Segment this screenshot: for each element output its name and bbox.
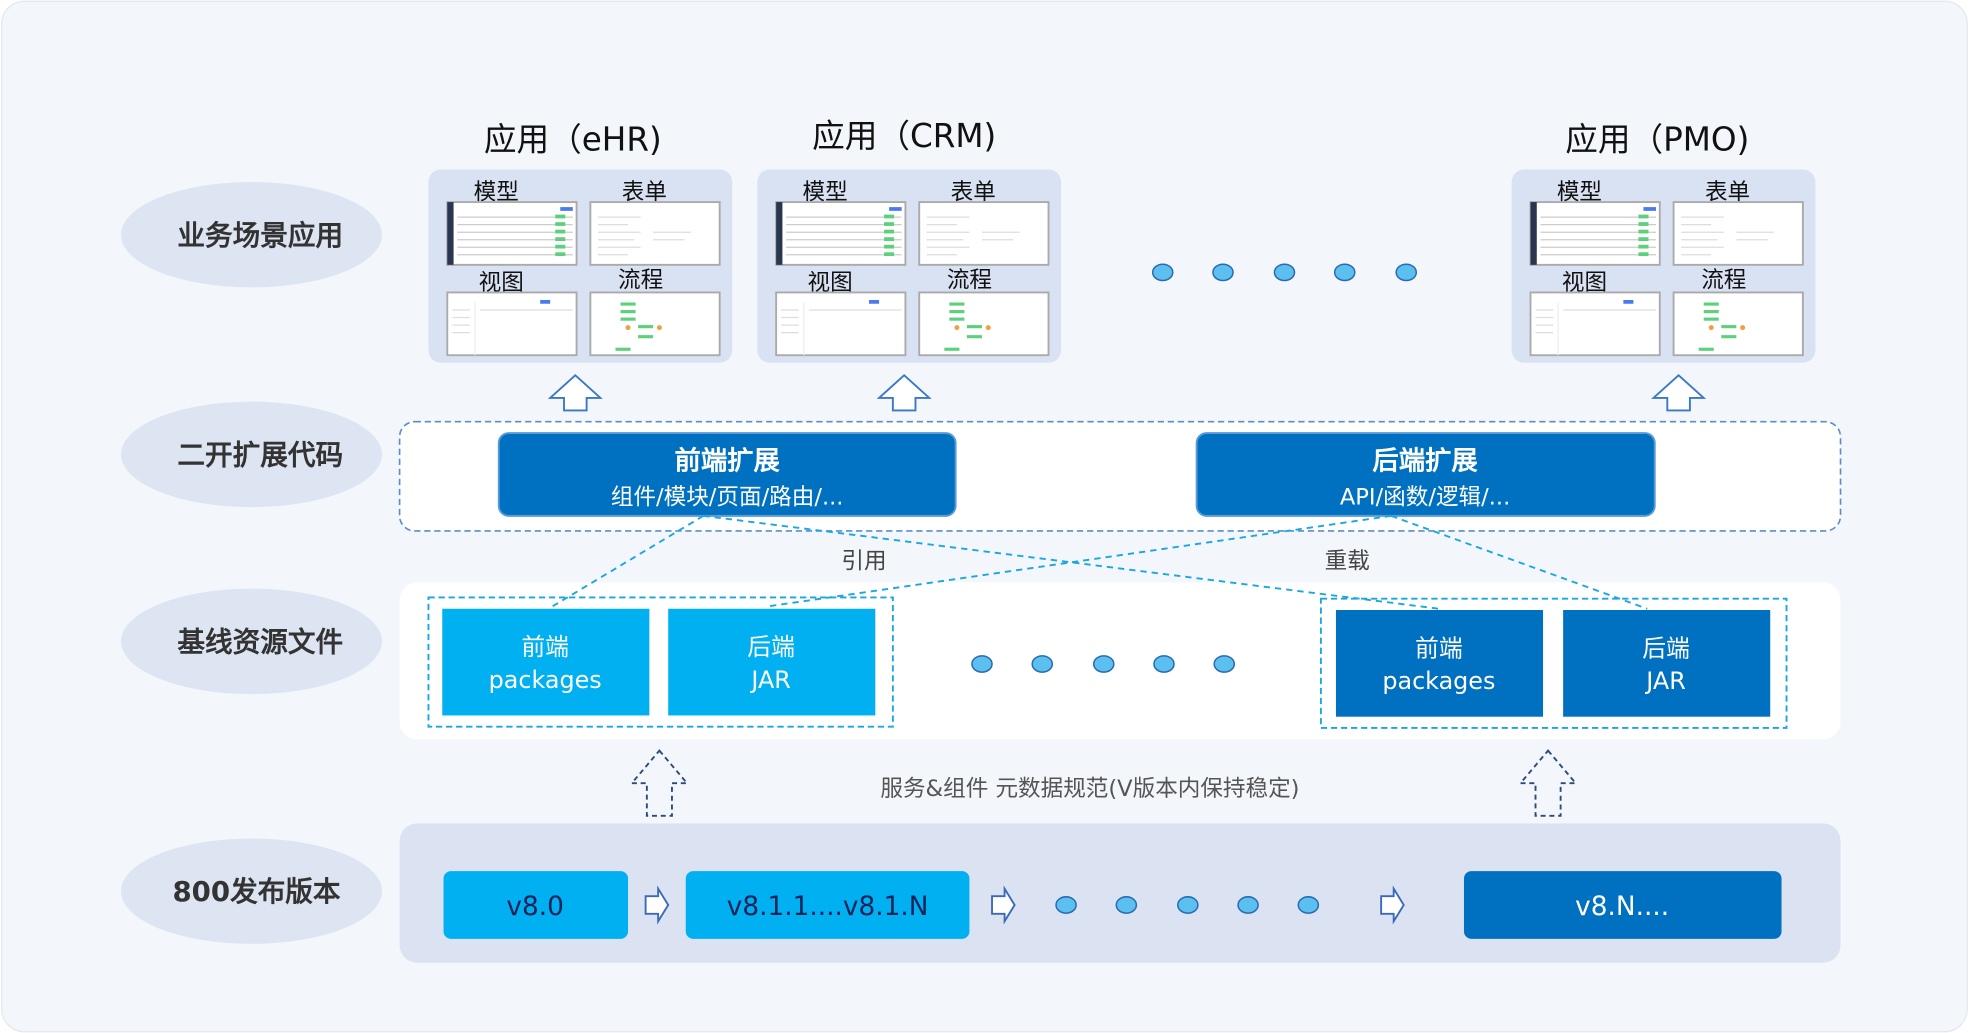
form-thumbnail xyxy=(918,201,1050,266)
backend-extension-box: 后端扩展 API/函数/逻辑/... xyxy=(1195,432,1656,517)
flow-thumbnail xyxy=(918,291,1050,357)
baseline-group-first xyxy=(427,596,894,728)
box-line2: packages xyxy=(489,666,602,694)
layer-label-extension: 二开扩展代码 xyxy=(177,438,343,471)
box-line1: 前端 xyxy=(1415,634,1463,662)
frontend-extension-title: 前端扩展 xyxy=(674,445,780,476)
version-v8-0: v8.0 xyxy=(443,871,629,939)
backend-extension-title: 后端扩展 xyxy=(1372,446,1478,476)
layer-label-release: 800发布版本 xyxy=(172,875,340,908)
layer-label-business: 业务场景应用 xyxy=(177,219,343,252)
app-title: 应用（PMO) xyxy=(1565,121,1749,159)
frontend-extension-desc: 组件/模块/页面/路由/... xyxy=(611,485,844,511)
view-thumbnail xyxy=(446,291,578,357)
model-thumbnail xyxy=(1529,201,1661,266)
view-thumbnail xyxy=(1529,291,1661,357)
box-line1: 后端 xyxy=(747,633,795,661)
view-thumbnail xyxy=(775,291,907,357)
version-label: v8.0 xyxy=(506,892,563,922)
flow-thumbnail xyxy=(1672,291,1804,357)
frontend-packages-box: 前端 packages xyxy=(442,608,650,716)
override-label: 重载 xyxy=(1325,549,1370,575)
relation-lines xyxy=(552,514,1648,610)
box-line2: packages xyxy=(1382,667,1495,695)
frontend-extension-box: 前端扩展 组件/模块/页面/路由/... xyxy=(497,432,957,517)
app-title: 应用（CRM) xyxy=(812,117,996,155)
version-label: v8.1.1....v8.1.N xyxy=(727,892,929,922)
app-ehr: 应用（eHR) 模型 表单 视图 流程 xyxy=(428,121,733,363)
backend-jar-box: 后端 JAR xyxy=(668,608,876,716)
item-flow: 流程 xyxy=(1701,267,1746,293)
backend-extension-desc: API/函数/逻辑/... xyxy=(1340,485,1510,511)
box-line1: 前端 xyxy=(521,633,569,661)
form-thumbnail xyxy=(1672,201,1804,266)
layer-labels: 业务场景应用 二开扩展代码 基线资源文件 800发布版本 xyxy=(120,181,383,944)
item-flow: 流程 xyxy=(947,267,992,293)
item-flow: 流程 xyxy=(618,267,663,293)
layer-label-baseline: 基线资源文件 xyxy=(177,625,343,658)
version-label: v8.N.... xyxy=(1575,892,1669,922)
version-v8-n: v8.N.... xyxy=(1463,871,1782,939)
box-line2: JAR xyxy=(749,666,790,694)
box-line1: 后端 xyxy=(1642,634,1690,662)
form-thumbnail xyxy=(589,201,721,266)
backend-jar-box-latest: 后端 JAR xyxy=(1563,610,1771,717)
box-line2: JAR xyxy=(1644,667,1685,695)
spec-text: 服务&组件 元数据规范(V版本内保持稳定) xyxy=(880,776,1299,802)
app-pmo: 应用（PMO) 模型 表单 视图 流程 xyxy=(1511,121,1816,363)
model-thumbnail xyxy=(775,201,907,266)
model-thumbnail xyxy=(446,201,578,266)
app-title: 应用（eHR) xyxy=(484,121,662,159)
app-crm: 应用（CRM) 模型 表单 视图 流程 xyxy=(757,117,1062,363)
flow-thumbnail xyxy=(589,291,721,357)
reference-label: 引用 xyxy=(841,549,886,575)
frontend-packages-box-latest: 前端 packages xyxy=(1335,610,1544,717)
baseline-group-last xyxy=(1319,597,1788,729)
version-v8-1: v8.1.1....v8.1.N xyxy=(685,871,970,939)
